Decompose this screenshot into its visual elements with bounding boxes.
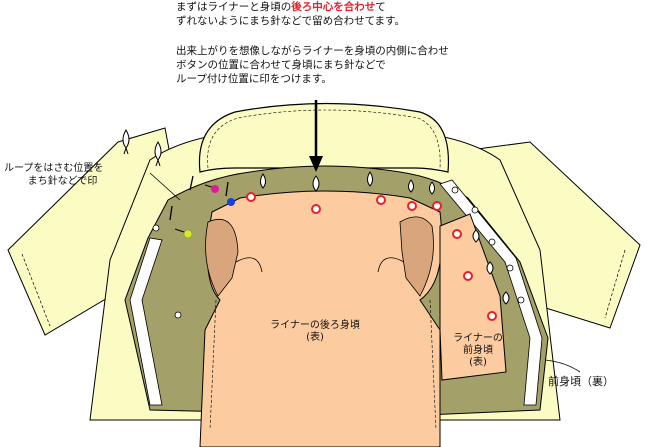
red-mark-icon [487, 311, 497, 321]
instruction-line-5: ループ付け位置に印をつけます。 [176, 73, 332, 85]
front-facing-left [129, 237, 163, 406]
liner-back-label-line: ライナーの後ろ身頃 [270, 320, 360, 331]
liner-right-armhole [399, 216, 434, 297]
loop-mark-label-line: まち針などで印 [27, 176, 98, 187]
pin-line [189, 175, 194, 191]
center-arrow-head [309, 156, 323, 172]
button-icon [174, 311, 182, 319]
button-icon [506, 264, 514, 272]
yellowgreen-pin-icon [183, 229, 193, 239]
instruction-line-2: ずれないようにまち針などで留め合わせてます。 [176, 15, 406, 27]
red-mark-icon [463, 271, 473, 281]
loop-icon [429, 181, 435, 195]
instruction-text: まずはライナーと身頃の [176, 1, 292, 13]
loose-loop-icon [154, 141, 162, 167]
red-mark-icon [432, 201, 442, 211]
loop-icon [367, 171, 373, 187]
red-mark-icon [376, 195, 386, 205]
instruction-text: て [375, 1, 386, 13]
instruction-highlight: 後ろ中心を合わせ [291, 1, 376, 13]
collar [198, 102, 450, 173]
button-icon [451, 186, 459, 194]
pin-line [169, 205, 173, 221]
liner-left-armhole [205, 218, 239, 297]
loop-row [260, 171, 510, 305]
front-facing-right [439, 179, 543, 406]
collar-stitch [207, 109, 441, 169]
front-body-leader [544, 359, 581, 373]
liner-back-label-line: (表) [306, 332, 324, 343]
loop-icon [486, 261, 494, 275]
liner-shoulder-stitch [235, 257, 405, 273]
liner-side-stitch [209, 299, 437, 431]
magenta-pin-icon [211, 185, 219, 193]
button-icon [152, 224, 160, 232]
button-icon [517, 296, 525, 304]
liner-front-label: ライナーの 前身頃 (表) [448, 333, 508, 369]
pin-line [225, 181, 229, 197]
liner-front-body [439, 213, 507, 381]
liner-front-label-line: 前身頃 [463, 345, 493, 356]
liner-front-label-line: ライナーの [453, 333, 503, 344]
loop-icon [312, 175, 320, 192]
liner-front-label-line: (表) [469, 357, 487, 368]
liner-back-label: ライナーの後ろ身頃 (表) [250, 320, 380, 344]
button-icon [471, 206, 479, 214]
left-sleeve-stitch [21, 253, 51, 327]
loop-mark-label-line: ループをはさむ位置を [4, 163, 104, 174]
front-body-label: 前身頃（裏） [548, 375, 614, 388]
loop-mark-label: ループをはさむ位置を まち針などで印 [4, 162, 103, 188]
red-mark-icon [311, 204, 321, 214]
loose-loop-icon [122, 129, 130, 155]
blue-pin-icon [227, 198, 235, 206]
button-row [152, 186, 525, 319]
red-mark-icon [246, 192, 256, 202]
red-mark-icon [452, 229, 462, 239]
instruction-line-3: 出来上がりを想像しながらライナーを身頃の内側に合わせ [176, 45, 449, 57]
right-sleeve-stitch [604, 249, 626, 319]
instruction-line-4: ボタンの位置に合わせて身頃にまち針などで [176, 59, 386, 71]
loop-icon [472, 229, 480, 243]
red-mark-icon [407, 201, 417, 211]
loop-label-leader [149, 172, 181, 201]
loop-icon [502, 291, 510, 305]
red-marks [246, 192, 497, 321]
loop-icon [260, 173, 266, 189]
loop-icon [408, 179, 414, 193]
button-icon [488, 238, 496, 246]
instruction-line-1: まずはライナーと身頃の後ろ中心を合わせて [176, 0, 386, 14]
